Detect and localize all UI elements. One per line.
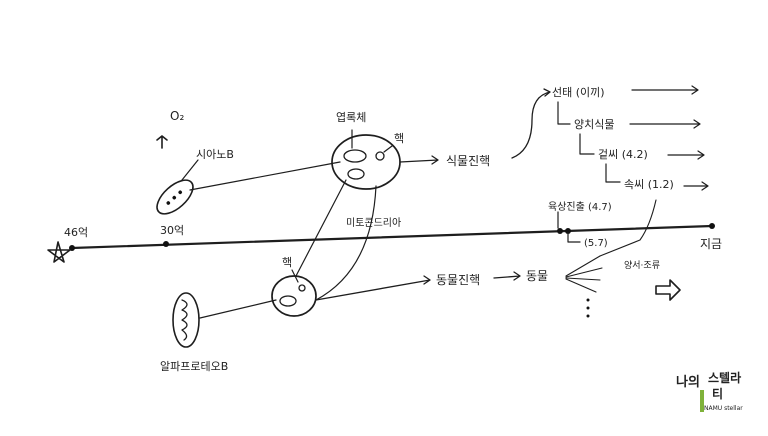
fern-to-seed-branch: [579, 133, 595, 155]
start-label: 46억: [64, 226, 88, 239]
angiosperms-label: 속씨 (1.2): [624, 178, 674, 191]
animals-label: 동물: [526, 269, 548, 283]
animal-cell-label: 동물진핵: [436, 273, 480, 287]
animals-to-land-curve: [599, 199, 657, 257]
nucleus-upper-pointer: [383, 145, 393, 153]
star-icon: [47, 241, 71, 263]
radiation-line-1: [565, 255, 601, 277]
timeline-land-dot: [557, 228, 563, 234]
ferns-label: 양치식물: [574, 118, 614, 131]
timeline-axis: [70, 224, 714, 250]
radiation-line-2: [565, 267, 603, 278]
plant-cell-label: 식물진핵: [446, 154, 490, 168]
ellipsis-dot-1: [586, 298, 590, 302]
ellipsis-dot-3: [586, 314, 590, 318]
animal-to-animals-arrow: [493, 271, 521, 281]
moss-label: 선태 (이끼): [552, 86, 605, 99]
ellipsis-dot-2: [586, 306, 590, 310]
cyano-to-plant-line: [189, 161, 341, 191]
seed-to-angio-branch: [605, 163, 621, 183]
logo-line-2: 스텔라: [708, 370, 741, 385]
cyanobacteria-cell: [156, 179, 194, 215]
alphaproteobacteria-cell: [172, 292, 200, 348]
plant-to-moss-curve: [511, 88, 551, 159]
animal-cell-arrow: [315, 275, 431, 301]
future-arrow-icon: [655, 279, 681, 301]
alphaproteobacteria-label: 알파프로테오B: [160, 359, 228, 373]
oxygen-label: O₂: [170, 109, 184, 123]
animal-precursor-cell: [271, 275, 317, 317]
mitochondria-curve: [315, 185, 377, 301]
radiation-line-3: [565, 277, 601, 281]
logo-leaf-stem: [700, 390, 704, 412]
animal-to-plant-line: [295, 179, 347, 277]
nucleus-upper-label: 핵: [394, 132, 404, 145]
seed-plants-arrow: [667, 150, 705, 160]
cambrian-pointer: [567, 232, 581, 243]
moss-to-fern-branch: [557, 101, 571, 125]
end-label: 지금: [700, 237, 722, 251]
cyanobacteria-pointer: [181, 159, 199, 181]
logo-small-text: NAMU stellar: [704, 405, 743, 412]
logo: 나의 스텔라 티 NAMU stellar: [672, 368, 754, 414]
logo-line-3: 티: [712, 386, 723, 401]
moss-arrow: [631, 85, 699, 95]
land-colonization-label: 육상진출 (4.7): [548, 201, 612, 213]
radiation-line-4: [565, 278, 597, 293]
mitochondria-label: 미토콘드리아: [346, 217, 401, 229]
timeline-end-dot: [709, 223, 715, 229]
cambrian-label: (5.7): [584, 238, 608, 249]
chloroplast-label: 엽록체: [336, 111, 366, 124]
ferns-arrow: [629, 119, 701, 129]
angiosperms-arrow: [683, 181, 709, 191]
plant-precursor-cell: [331, 134, 401, 190]
logo-line-1: 나의: [676, 374, 700, 390]
timeline-cambrian-dot: [565, 228, 571, 234]
cyanobacteria-label: 시아노B: [196, 148, 234, 161]
alpha-to-animal-line: [199, 299, 277, 319]
nucleus-lower-label: 핵: [282, 256, 292, 269]
timeline-30-dot: [163, 241, 169, 247]
seed-plants-label: 겉씨 (4.2): [598, 148, 648, 161]
nucleus-lower-pointer: [291, 269, 299, 283]
plant-cell-arrow: [399, 155, 439, 165]
oxygen-arrow-icon: [156, 135, 168, 149]
amphibians-label: 양서·조류: [624, 260, 660, 271]
mark-30-label: 30억: [160, 224, 184, 237]
